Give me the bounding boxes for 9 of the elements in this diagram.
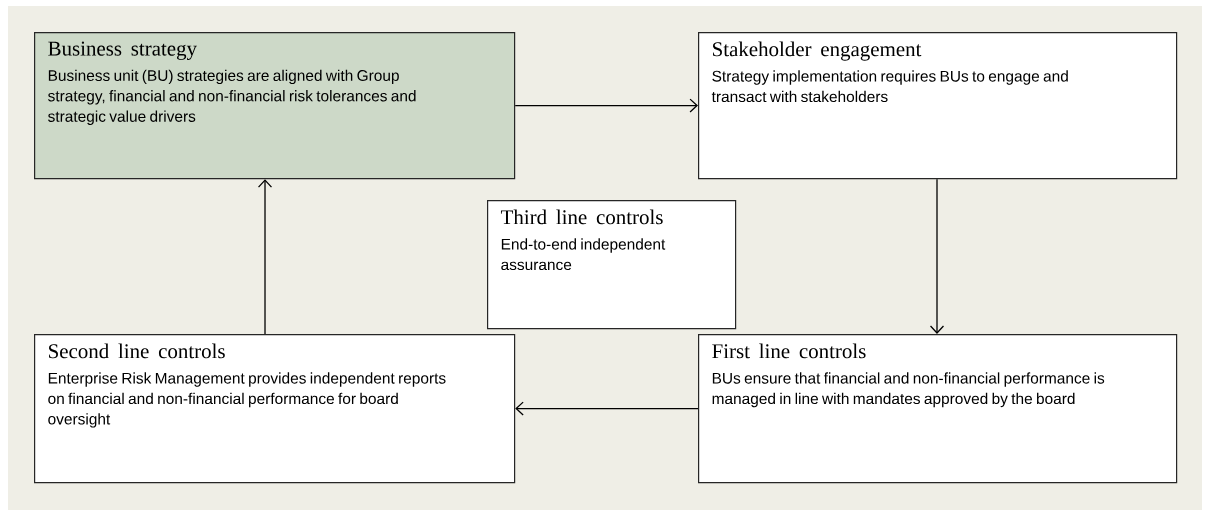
arrow: [515, 401, 699, 416]
arrow: [514, 98, 698, 113]
control-box: Stakeholder engagement Strategy implementation requires BUs to engage and transact with stakeholders: [698, 32, 1178, 180]
arrow: [929, 178, 945, 334]
control-box: Second line controls Enterprise Risk Management provides independent reports on financial and non-financial performance for board oversight: [34, 334, 516, 484]
arrow: [257, 179, 273, 335]
control-box: First line controls BUs ensure that financial and non-financial performance is managed in line with mandates approved by the board: [698, 334, 1178, 484]
control-box: Third line controls End-to-end independent assurance: [487, 200, 737, 330]
strategy-box: Business strategy Business unit (BU) strategies are aligned with Group strategy, financial and non-financial risk tolerances and strategic value drivers: [34, 32, 516, 180]
